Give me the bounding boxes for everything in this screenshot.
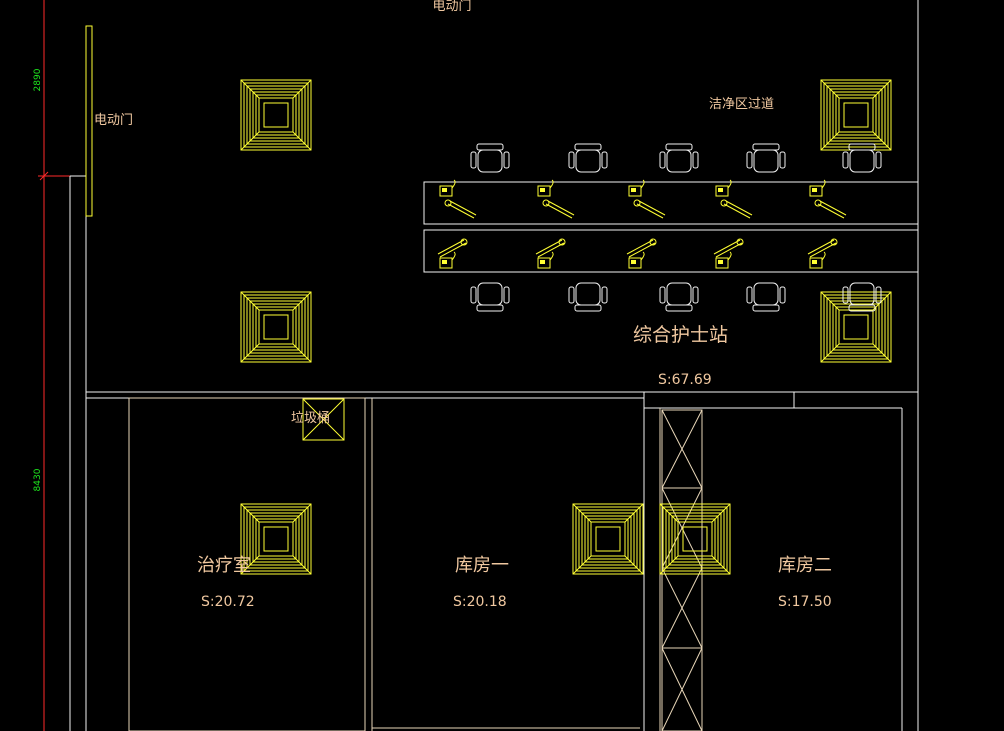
- chair: [470, 282, 510, 312]
- door-left-label: 电动门: [94, 113, 133, 128]
- storage2-label: 库房二: [778, 555, 832, 576]
- chair: [659, 143, 699, 173]
- ceiling-light-panel: [240, 79, 312, 151]
- nurse-station-counters: [423, 181, 919, 273]
- chair: [842, 282, 882, 312]
- trash-label: 垃圾桶: [291, 411, 330, 426]
- desk-phone: [537, 179, 554, 197]
- ceiling-light-panel: [820, 79, 892, 151]
- ceiling-light-panel: [240, 291, 312, 363]
- desk-lamp: [807, 238, 838, 258]
- desk-phone: [537, 251, 554, 269]
- ceiling-light-panel: [659, 503, 731, 575]
- desk-lamp: [633, 199, 666, 219]
- desk-phone: [809, 251, 826, 269]
- storage1-label: 库房一: [455, 555, 509, 576]
- door-top-label: 电动门: [432, 0, 471, 14]
- ceiling-light-panel: [572, 503, 644, 575]
- chairs: [470, 143, 882, 312]
- dimension-bottom-text: 8430: [33, 468, 43, 491]
- nurse-station-label: 综合护士站: [633, 324, 728, 346]
- chair: [842, 143, 882, 173]
- outer-walls: [69, 0, 919, 731]
- dimension-line: [38, 0, 72, 731]
- desk-phone: [439, 251, 456, 269]
- storage2-area: S:17.50: [778, 594, 832, 610]
- desk-lamps: [437, 199, 847, 258]
- desk-phones: [439, 179, 826, 269]
- dimension-top-text: 2890: [33, 68, 43, 91]
- trash-bin: [302, 398, 345, 441]
- chair: [746, 143, 786, 173]
- ceiling-light-panel: [820, 291, 892, 363]
- motorized-door-left: [85, 25, 93, 217]
- chair: [470, 143, 510, 173]
- desk-lamp: [713, 238, 744, 258]
- desk-phone: [715, 179, 732, 197]
- treatment-room-label: 治疗室: [197, 555, 251, 576]
- desk-lamp: [437, 238, 468, 258]
- treatment-room-area: S:20.72: [201, 594, 255, 610]
- corridor-label: 洁净区过道: [709, 97, 774, 112]
- desk-lamp: [814, 199, 847, 219]
- desk-lamp: [444, 199, 477, 219]
- desk-phone: [439, 179, 456, 197]
- desk-phone: [809, 179, 826, 197]
- desk-phone: [628, 251, 645, 269]
- nurse-station-area: S:67.69: [658, 372, 712, 388]
- chair: [568, 143, 608, 173]
- chair: [568, 282, 608, 312]
- desk-lamp: [535, 238, 566, 258]
- chair: [659, 282, 699, 312]
- chair: [746, 282, 786, 312]
- desk-lamp: [542, 199, 575, 219]
- desk-lamp: [720, 199, 753, 219]
- desk-phone: [628, 179, 645, 197]
- storage1-area: S:20.18: [453, 594, 507, 610]
- desk-lamp: [626, 238, 657, 258]
- desk-phone: [715, 251, 732, 269]
- ceiling-light-panel: [240, 503, 312, 575]
- ceiling-lights: [240, 79, 892, 575]
